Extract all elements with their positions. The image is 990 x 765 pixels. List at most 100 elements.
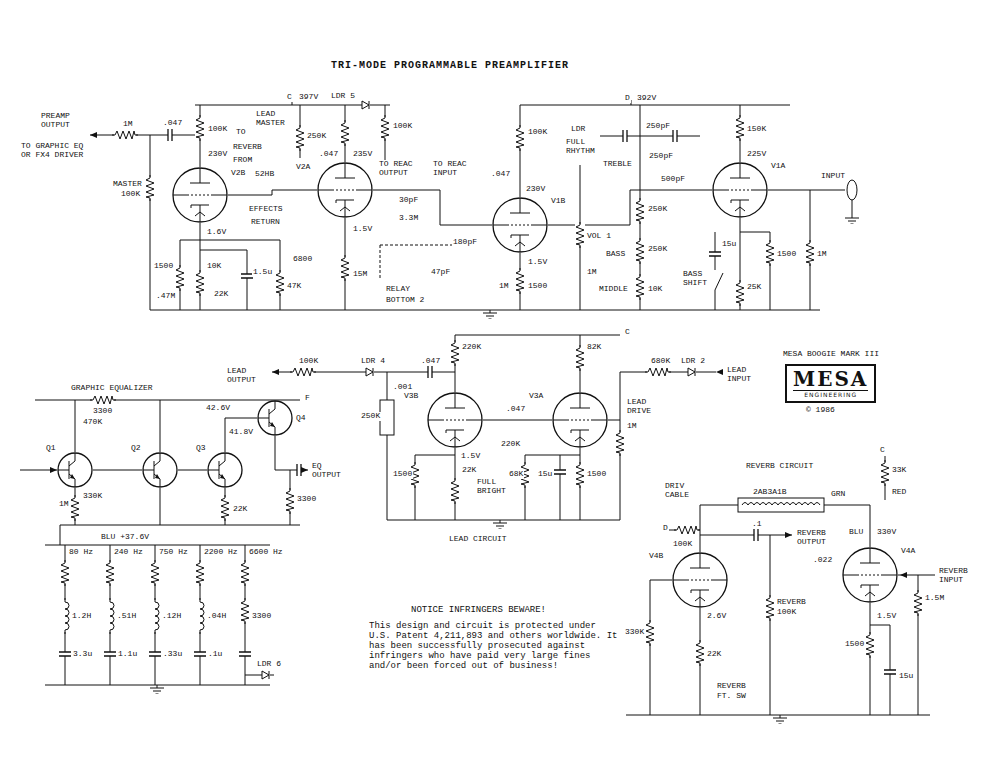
component-label: 225V	[746, 150, 767, 159]
capacitor-symbol	[59, 652, 71, 656]
arrowhead	[900, 572, 907, 578]
component-label: 100K	[672, 540, 693, 549]
component-label: 1500	[776, 250, 797, 259]
vacuum-tube: V3A	[552, 392, 608, 448]
resistor-symbol	[615, 430, 625, 456]
transistor-outline	[207, 452, 243, 488]
component-label: 1.5V	[876, 612, 897, 621]
component-label: LDR 2	[680, 357, 706, 366]
emitter	[154, 474, 160, 487]
grid-lead	[673, 580, 727, 581]
plate	[445, 393, 465, 408]
resistor-symbol	[295, 125, 305, 151]
tube-outline	[492, 197, 548, 253]
wire-connector	[548, 190, 712, 225]
resistor-symbol	[150, 560, 160, 586]
resistor-symbol	[285, 488, 295, 514]
resistor-symbol	[645, 620, 655, 646]
component-label: RELAY	[385, 285, 411, 294]
component-label: 1M	[122, 120, 134, 129]
component-label: LEAD DRIVE	[626, 398, 668, 416]
component-label: TO GRAPHIC EQ OR FX4 DRIVER	[20, 142, 94, 160]
resistor-symbol	[290, 367, 316, 377]
resistor-symbol	[880, 460, 890, 486]
component-label: REVERB INPUT	[938, 567, 982, 585]
component-label: BASS	[605, 250, 626, 259]
component-label: .047	[420, 357, 441, 366]
component-label: REVERB OUTPUT	[796, 529, 842, 547]
ground-symbol	[150, 685, 164, 694]
resistor-symbol	[645, 367, 671, 377]
electrodes	[428, 393, 482, 447]
electrodes	[673, 553, 727, 607]
component-label: 100K	[392, 122, 413, 131]
arrowhead	[50, 467, 57, 473]
arrowhead	[272, 369, 279, 375]
component-label: INPUT	[820, 172, 846, 181]
component-label: TREBLE	[602, 160, 633, 169]
component-label: 397V	[298, 93, 319, 102]
vacuum-tube: V1B	[492, 197, 548, 253]
part-name: V2B	[230, 169, 246, 178]
relay-line	[380, 245, 470, 280]
component-label: 30pF	[398, 196, 419, 205]
diagram-title: TRI-MODE PROGRAMMABLE PREAMPLIFIER	[330, 60, 570, 71]
grid	[442, 420, 468, 421]
component-label: 1M	[498, 282, 510, 291]
component-label: 470K	[82, 418, 103, 427]
capacitor-symbol	[623, 130, 627, 142]
capacitor-symbol	[673, 130, 677, 142]
resistor-symbol	[145, 175, 155, 201]
tube-outline	[172, 167, 228, 223]
component-label: 15u	[898, 672, 914, 681]
collector	[69, 453, 75, 466]
grid	[857, 575, 883, 576]
inductor-symbol	[105, 598, 115, 634]
grid-lead	[318, 190, 372, 191]
envelope	[143, 453, 177, 487]
plate	[860, 548, 880, 563]
base	[58, 461, 69, 479]
emitter	[219, 474, 225, 487]
component-label: LDR 4	[360, 357, 386, 366]
grid	[567, 420, 593, 421]
inductor-symbol	[60, 598, 70, 634]
plate	[190, 168, 210, 183]
ldr-symbol	[362, 367, 378, 377]
vacuum-tube: V1A	[712, 162, 768, 218]
component-label: BASS SHIFT	[682, 270, 712, 288]
emitter	[269, 422, 275, 435]
grid	[687, 580, 713, 581]
component-label: FULL BRIGHT	[476, 478, 510, 496]
component-label: 220K	[461, 343, 482, 352]
component-label: REVERB	[716, 682, 747, 691]
component-label: BLU	[848, 528, 864, 537]
tube-outline	[427, 392, 483, 448]
wire	[272, 335, 716, 520]
electrodes	[553, 393, 607, 447]
tube-outline	[552, 392, 608, 448]
component-label: © 1986	[805, 406, 836, 415]
logo-box: MESAENGINEERING	[785, 364, 876, 403]
component-label: 3300	[92, 407, 113, 416]
cathode	[336, 200, 354, 217]
component-label: 150K	[746, 125, 767, 134]
component-label: 235V	[352, 150, 373, 159]
component-label: 1M	[816, 250, 828, 259]
capacitor-symbol	[168, 129, 172, 141]
resistor-symbol	[450, 478, 460, 504]
capacitor-symbol	[554, 470, 566, 474]
arrowhead	[785, 532, 792, 538]
component-label: .04H	[206, 612, 227, 621]
electrodes	[58, 453, 75, 487]
logo-subtitle: ENGINEERING	[793, 390, 868, 399]
inductor-symbol	[150, 598, 160, 634]
vacuum-tube: V4A	[842, 547, 898, 603]
reverb-tank	[738, 498, 824, 512]
envelope	[713, 163, 767, 217]
component-label: 41.8V	[228, 428, 254, 437]
part-name: V4B	[648, 552, 664, 561]
component-label: C	[879, 446, 886, 455]
part-name: V3B	[403, 392, 419, 401]
resistor-symbol	[695, 640, 705, 666]
